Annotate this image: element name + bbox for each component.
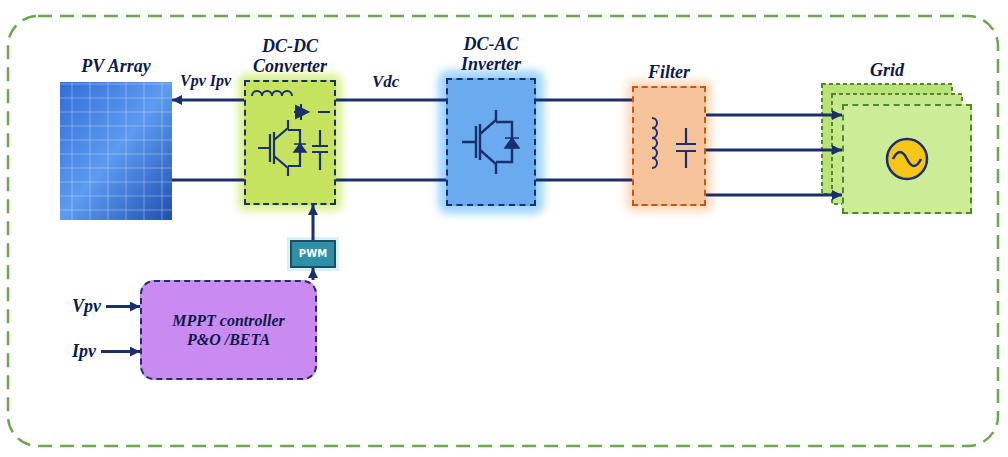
input-label: Vpv — [72, 296, 101, 317]
block-heading: DC-DC Converter — [240, 36, 340, 77]
power-wire — [172, 99, 244, 102]
return-wire — [172, 179, 244, 182]
glow — [287, 237, 339, 271]
freewheel-diode — [505, 138, 519, 148]
grid-fill — [842, 104, 972, 214]
power-wire — [706, 149, 842, 152]
block-heading: Filter — [624, 62, 714, 83]
dc-dc-converter: DC-DC Converter — [244, 80, 336, 205]
dc-ac-inverter: DC-AC Inverter — [446, 78, 536, 206]
signal-arrow — [106, 305, 140, 308]
mppt-controller: MPPT controller P&O /BETA — [140, 280, 317, 380]
inductor-symbol — [252, 91, 292, 96]
signal-label: Vpv Ipv — [180, 72, 231, 90]
capacitor-symbol — [676, 128, 696, 168]
frame — [8, 16, 998, 446]
power-wire — [536, 99, 632, 102]
sine-symbol — [893, 152, 921, 166]
return-wire — [706, 114, 842, 117]
glow — [626, 80, 712, 212]
block-heading: DC-AC Inverter — [441, 34, 541, 75]
igbt-symbol — [258, 120, 300, 176]
power-wire — [312, 268, 315, 280]
filter-box: Filter — [632, 86, 706, 206]
igbt-symbol — [462, 110, 512, 174]
power-wire — [336, 99, 446, 102]
return-wire — [336, 179, 446, 182]
node-text: PWM — [299, 248, 327, 260]
ac-source-symbol — [887, 139, 927, 179]
capacitor-symbol — [312, 130, 328, 170]
pv-cells — [60, 82, 172, 220]
inverter-fill — [446, 78, 536, 206]
pv-panel — [60, 82, 172, 220]
converter-fill — [244, 80, 336, 205]
input-label: Ipv — [72, 341, 96, 362]
node-text: MPPT controller P&O /BETA — [160, 311, 297, 349]
grid-box: Grid — [842, 104, 972, 214]
block-heading: PV Array — [56, 56, 176, 77]
signal-arrow — [101, 350, 140, 353]
freewheel-diode — [294, 144, 306, 152]
inductor-symbol — [652, 118, 657, 168]
voltage-label: Vdc — [372, 72, 399, 92]
return-wire — [706, 194, 842, 197]
glow — [238, 74, 342, 211]
glow — [438, 70, 544, 214]
block-heading: Grid — [842, 60, 932, 81]
return-wire — [536, 179, 632, 182]
power-wire — [312, 205, 315, 240]
pwm-block: PWM — [290, 240, 336, 268]
diode-symbol — [294, 104, 330, 120]
filter-fill — [632, 86, 706, 206]
pv-array: PV Array — [60, 82, 172, 220]
